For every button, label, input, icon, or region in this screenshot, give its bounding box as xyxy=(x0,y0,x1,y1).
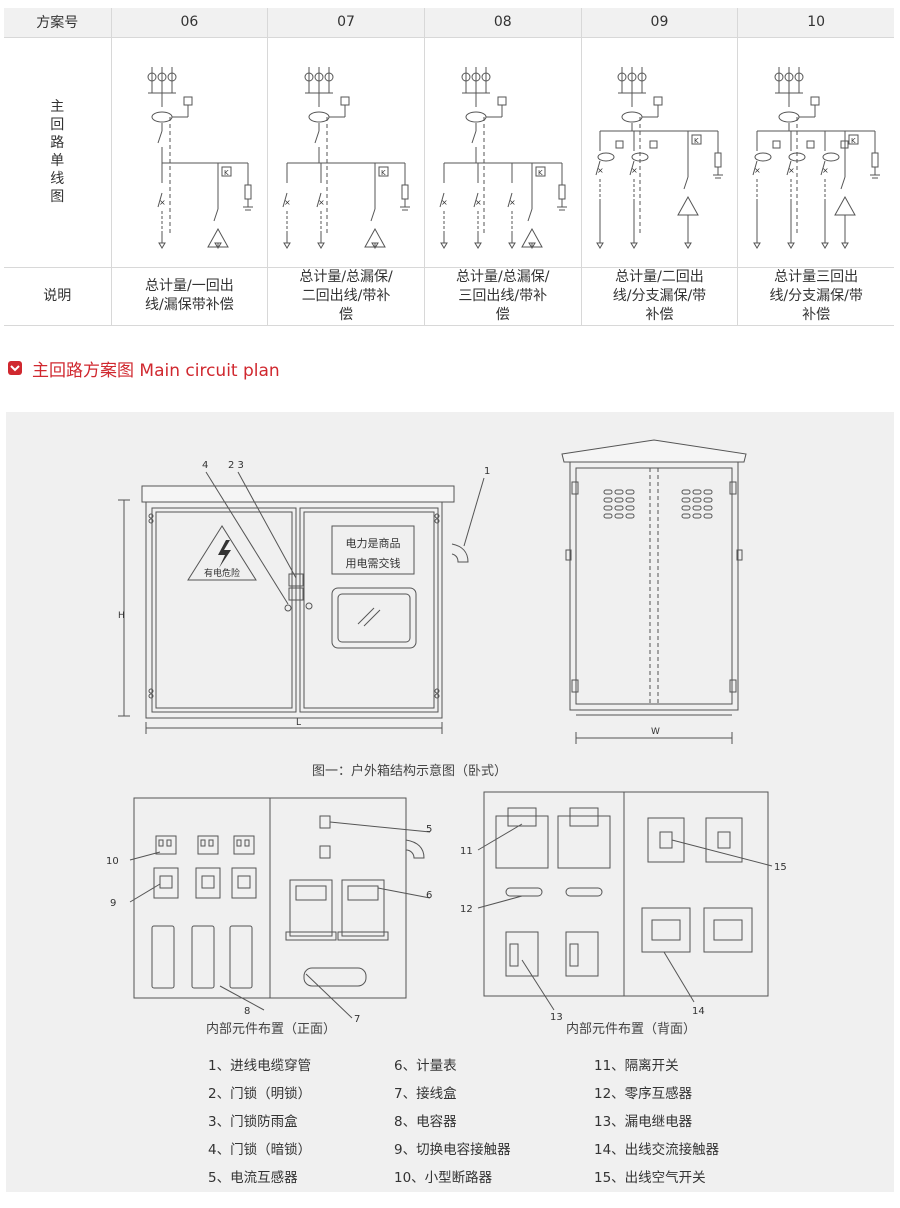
legend-item: 10、小型断路器 xyxy=(394,1170,493,1186)
svg-text:用电需交钱: 用电需交钱 xyxy=(346,556,401,570)
diagram-row-label: 主回路单线图 xyxy=(4,36,112,267)
scheme-desc-10: 总计量三回出线/分支漏保/带补偿 xyxy=(737,266,894,326)
single-line-diagram-06: ×K xyxy=(111,36,269,267)
svg-text:×: × xyxy=(788,166,795,175)
scheme-id-08: 08 xyxy=(424,8,582,37)
svg-text:7: 7 xyxy=(354,1014,360,1025)
description-row-label: 说明 xyxy=(4,266,112,326)
svg-text:K: K xyxy=(851,137,856,145)
scheme-desc-07: 总计量/总漏保/二回出线/带补偿 xyxy=(267,266,425,326)
cabinet-drawings: 有电危险 电力是商品 用电需交钱 H L 4 xyxy=(106,439,787,1025)
legend-item: 15、出线空气开关 xyxy=(594,1170,706,1186)
legend-item: 3、门锁防雨盒 xyxy=(208,1114,298,1130)
svg-text:×: × xyxy=(284,198,291,207)
legend-item: 9、切换电容接触器 xyxy=(394,1142,511,1158)
svg-text:×: × xyxy=(631,166,638,175)
svg-text:K: K xyxy=(224,169,229,177)
svg-text:×: × xyxy=(754,166,761,175)
svg-text:×: × xyxy=(441,198,448,207)
legend-item: 1、进线电缆穿管 xyxy=(208,1058,312,1074)
legend-item: 6、计量表 xyxy=(394,1058,457,1074)
interior-front-layout: 10 9 8 7 6 5 xyxy=(106,797,432,1025)
scheme-id-09: 09 xyxy=(581,8,739,37)
front-layout-caption: 内部元件布置（正面） xyxy=(206,1022,337,1037)
danger-warning-icon xyxy=(187,525,257,581)
svg-text:13: 13 xyxy=(550,1012,563,1023)
ventilation-slots xyxy=(603,489,713,519)
cabinet-front-view: 有电危险 电力是商品 用电需交钱 H L 4 xyxy=(118,460,490,734)
svg-text:5: 5 xyxy=(426,824,432,835)
scheme-desc-09: 总计量/二回出线/分支漏保/带补偿 xyxy=(581,266,739,326)
figure1-caption: 图一：户外箱结构示意图（卧式） xyxy=(312,764,508,779)
svg-text:6: 6 xyxy=(426,890,432,901)
svg-text:11: 11 xyxy=(460,846,473,857)
svg-text:12: 12 xyxy=(460,904,473,915)
svg-text:14: 14 xyxy=(692,1006,705,1017)
legend-item: 8、电容器 xyxy=(394,1114,457,1130)
single-line-diagram-07: × × K xyxy=(267,36,425,267)
legend-item: 7、接线盒 xyxy=(394,1086,457,1102)
svg-text:L: L xyxy=(296,718,301,728)
legend-item: 14、出线交流接触器 xyxy=(594,1142,720,1158)
table-header-row: 方案号 06 07 08 09 10 xyxy=(4,8,894,37)
scheme-id-07: 07 xyxy=(267,8,425,37)
svg-text:4: 4 xyxy=(202,460,208,471)
svg-text:W: W xyxy=(651,727,660,737)
svg-text:15: 15 xyxy=(774,862,787,873)
svg-text:K: K xyxy=(538,169,543,177)
scheme-id-06: 06 xyxy=(111,8,269,37)
legend-item: 5、电流互感器 xyxy=(208,1170,298,1186)
legend-item: 13、漏电继电器 xyxy=(594,1114,693,1130)
svg-text:H: H xyxy=(118,611,125,621)
section-marker-icon xyxy=(8,361,22,375)
svg-text:有电危险: 有电危险 xyxy=(204,567,240,579)
svg-text:1: 1 xyxy=(484,466,490,477)
legend-item: 4、门锁（暗锁） xyxy=(208,1142,312,1158)
cabinet-side-view: W xyxy=(561,439,747,744)
scheme-number-header: 方案号 xyxy=(4,8,112,37)
legend-item: 11、隔离开关 xyxy=(594,1058,679,1074)
svg-text:×: × xyxy=(822,166,829,175)
scheme-id-10: 10 xyxy=(737,8,894,37)
svg-text:×: × xyxy=(475,198,482,207)
single-line-diagram-08: × × × K xyxy=(424,36,582,267)
single-line-diagram-10: × × × K xyxy=(737,36,894,267)
scheme-table: 方案号 06 07 08 09 10 主回路单线图 ×K ××K ×××K ××… xyxy=(4,8,894,326)
svg-text:×: × xyxy=(159,198,166,207)
main-circuit-plan-panel: 有电危险 电力是商品 用电需交钱 H L 4 xyxy=(6,412,894,1192)
legend-item: 2、门锁（明锁） xyxy=(208,1086,312,1102)
svg-text:×: × xyxy=(318,198,325,207)
section-heading: 主回路方案图 Main circuit plan xyxy=(8,357,280,381)
svg-text:10: 10 xyxy=(106,856,119,867)
section-title: 主回路方案图 Main circuit plan xyxy=(32,360,280,381)
svg-text:8: 8 xyxy=(244,1006,250,1017)
svg-text:电力是商品: 电力是商品 xyxy=(346,536,401,550)
scheme-desc-06: 总计量/一回出线/漏保带补偿 xyxy=(111,266,269,326)
svg-text:K: K xyxy=(694,137,699,145)
svg-text:×: × xyxy=(597,166,604,175)
description-row: 说明 总计量/一回出线/漏保带补偿 总计量/总漏保/二回出线/带补偿 总计量/总… xyxy=(4,266,894,326)
svg-text:K: K xyxy=(381,169,386,177)
diagram-row: 主回路单线图 ×K ××K ×××K ××K ×××K xyxy=(4,36,894,267)
legend-item: 12、零序互感器 xyxy=(594,1086,693,1102)
svg-text:9: 9 xyxy=(110,898,116,909)
interior-back-layout: 11 12 13 14 15 xyxy=(460,791,787,1023)
back-layout-caption: 内部元件布置（背面） xyxy=(566,1022,697,1037)
single-line-diagram-09: × × K xyxy=(581,36,739,267)
scheme-desc-08: 总计量/总漏保/三回出线/带补偿 xyxy=(424,266,582,326)
svg-text:×: × xyxy=(509,198,516,207)
svg-text:2 3: 2 3 xyxy=(228,460,244,471)
